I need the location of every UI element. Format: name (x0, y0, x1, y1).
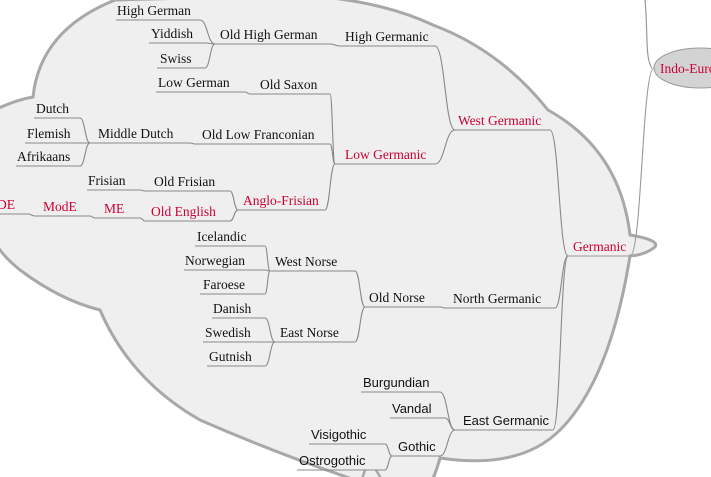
edge-yiddish (149, 42, 216, 45)
node-frisian[interactable]: Frisian (88, 173, 126, 188)
node-yiddish[interactable]: Yiddish (151, 26, 193, 41)
edge-dutch (34, 117, 91, 144)
edge-icelandic (195, 245, 271, 272)
node-old-high-german[interactable]: Old High German (220, 27, 318, 42)
edge-mode (35, 215, 96, 219)
edge-old_saxon (250, 93, 336, 165)
gothic-sub-bubble-outline (361, 457, 442, 477)
edge-west_germanic (455, 129, 569, 257)
node-gutnish[interactable]: Gutnish (209, 349, 252, 364)
node-afrikaans[interactable]: Afrikaans (17, 149, 70, 164)
node-swedish[interactable]: Swedish (205, 325, 251, 340)
edge-east_norse (275, 306, 366, 343)
node-me[interactable]: ME (104, 201, 124, 216)
edge-gutnish (207, 341, 276, 367)
edge-old_low_franconian (195, 143, 336, 165)
edge-west_norse (270, 270, 366, 308)
node-high-germanic[interactable]: High Germanic (345, 29, 429, 44)
node-east-germanic[interactable]: East Germanic (463, 413, 549, 428)
edge-faroese (200, 270, 271, 295)
node-west-germanic[interactable]: West Germanic (458, 113, 541, 128)
edge-germanic (568, 67, 655, 257)
node-germanic[interactable]: Germanic (573, 239, 626, 254)
node-west-norse[interactable]: West Norse (275, 254, 337, 269)
node-icelandic[interactable]: Icelandic (197, 229, 246, 244)
node-anglo-frisian[interactable]: Anglo-Frisian (243, 193, 319, 208)
node-old-frisian[interactable]: Old Frisian (154, 174, 215, 189)
edge-danish (212, 317, 276, 343)
root-node-bubble[interactable] (653, 47, 711, 89)
edge-old_high_german (215, 43, 341, 47)
edge-anglo_frisian (238, 163, 336, 211)
node-high-german[interactable]: High German (117, 3, 191, 18)
node-north-germanic[interactable]: North Germanic (453, 291, 541, 306)
node-low-germanic[interactable]: Low Germanic (345, 147, 426, 162)
edge-vandal (390, 417, 456, 431)
edge-old_frisian (145, 190, 239, 211)
node-faroese[interactable]: Faroese (203, 277, 245, 292)
edge-north_germanic (445, 255, 569, 309)
node-norwegian[interactable]: Norwegian (185, 253, 245, 268)
node-low-german[interactable]: Low German (158, 75, 230, 90)
node-gothic[interactable]: Gothic (398, 439, 436, 454)
edge-high_germanic (340, 45, 456, 131)
node-visigothic[interactable]: Visigothic (311, 427, 367, 442)
edge-middle_dutch (90, 142, 196, 145)
node-pde[interactable]: DE (0, 197, 15, 212)
edge-east_germanic (455, 255, 569, 431)
edge-frisian (87, 189, 146, 192)
node-burgundian[interactable]: Burgundian (363, 375, 430, 390)
node-swiss[interactable]: Swiss (160, 51, 192, 66)
edge-swiss (157, 43, 216, 69)
node-middle-dutch[interactable]: Middle Dutch (98, 126, 174, 141)
edge-high_german (116, 19, 216, 45)
node-dutch[interactable]: Dutch (36, 101, 69, 116)
node-danish[interactable]: Danish (213, 301, 251, 316)
edge-low_germanic (335, 129, 456, 165)
node-ostrogothic[interactable]: Ostrogothic (299, 453, 366, 468)
edge-root-upward (644, 0, 653, 69)
root-node-label[interactable]: Indo-European (660, 61, 711, 76)
node-flemish[interactable]: Flemish (27, 126, 71, 141)
edge-low_german (156, 91, 251, 95)
edge-gothic (392, 429, 456, 457)
node-old-low-franconian[interactable]: Old Low Franconian (202, 127, 315, 142)
node-old-english[interactable]: Old English (151, 204, 216, 219)
germanic-group-bubble (0, 0, 658, 477)
node-vandal[interactable]: Vandal (392, 401, 432, 416)
node-old-saxon[interactable]: Old Saxon (260, 77, 318, 92)
edge-afrikaans (16, 142, 91, 167)
node-old-norse[interactable]: Old Norse (369, 290, 425, 305)
edge-pde (0, 213, 36, 217)
edge-old_norse (365, 306, 446, 309)
node-mode[interactable]: ModE (43, 199, 77, 214)
edge-visigothic (309, 443, 393, 457)
node-east-norse[interactable]: East Norse (280, 325, 339, 340)
edge-ostrogothic (297, 455, 393, 471)
edge-old_english (145, 209, 239, 222)
edge-me (95, 217, 146, 222)
